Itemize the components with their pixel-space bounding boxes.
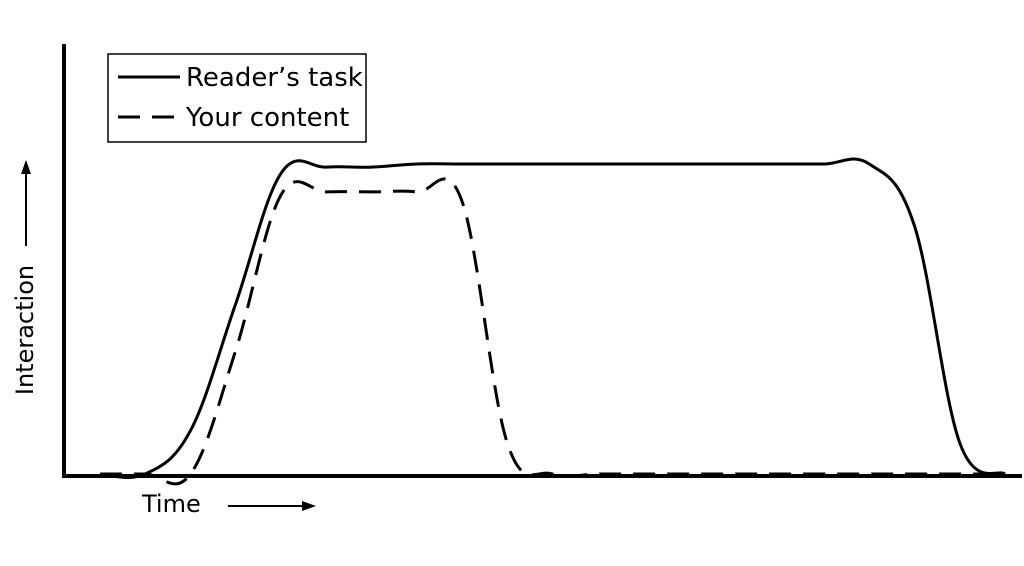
y-axis-label-group: Interaction xyxy=(11,160,39,395)
series-line-your-content xyxy=(100,177,1005,486)
x-axis-label: Time xyxy=(141,490,201,518)
x-axis-label-group: Time xyxy=(141,490,316,518)
legend: Reader’s task Your content xyxy=(107,53,367,143)
legend-box xyxy=(107,53,367,143)
series-line-readers-task xyxy=(99,157,1006,479)
legend-label-your-content: Your content xyxy=(185,103,349,133)
legend-label-readers-task: Reader’s task xyxy=(186,63,363,93)
y-axis-label: Interaction xyxy=(11,265,39,395)
